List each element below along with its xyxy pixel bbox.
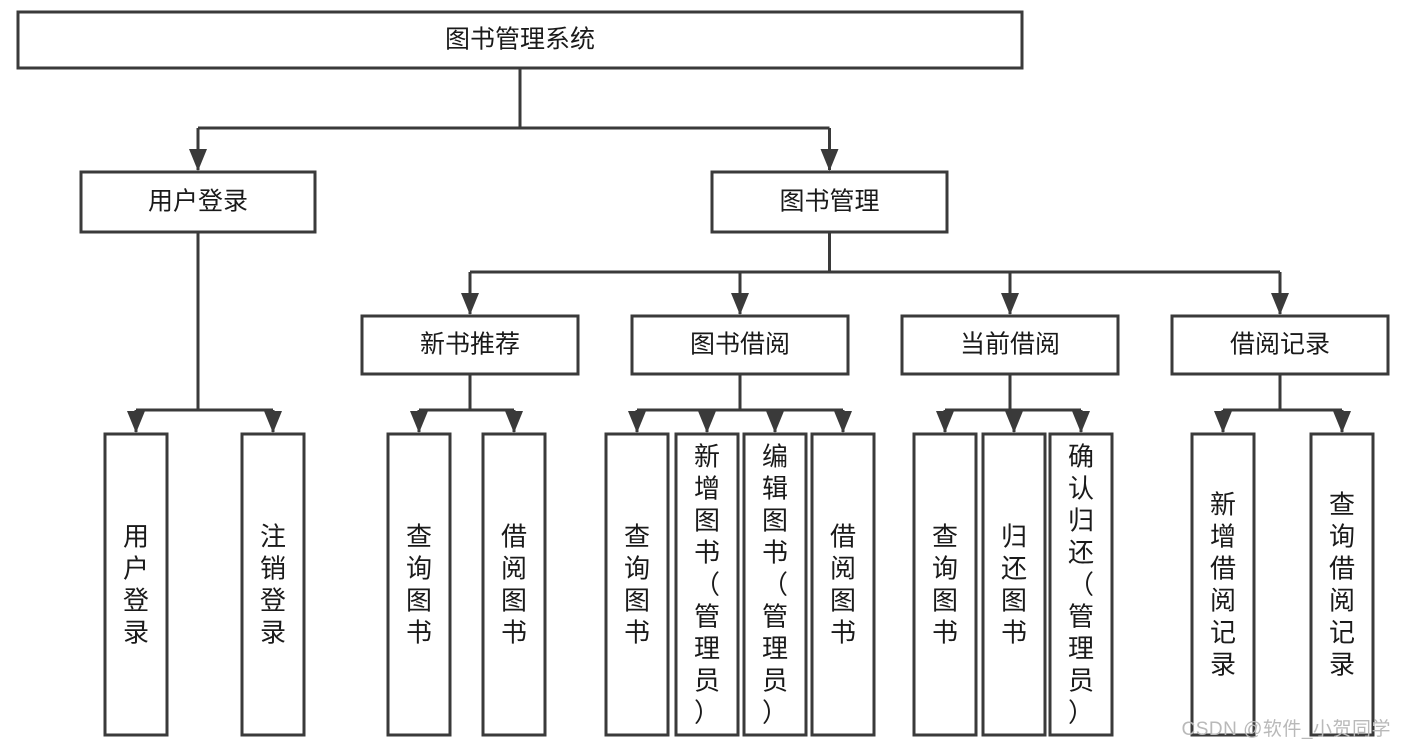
arrow-head-icon — [766, 411, 784, 433]
node-box[interactable] — [240, 432, 306, 737]
arrow-head-icon — [1001, 293, 1019, 315]
node-box[interactable] — [810, 432, 876, 737]
node-label: 用户登录 — [123, 521, 149, 647]
leaf-node-e6b3a8e99480e799bbe5bd95[interactable]: 注销登录 — [240, 432, 306, 737]
leaf-node-e69fa5e8afa2e59bbee4b9a6[interactable]: 查询图书 — [604, 432, 670, 737]
node-label: 图书借阅 — [690, 331, 790, 359]
arrow-head-icon — [410, 411, 428, 433]
node-box[interactable] — [1190, 432, 1256, 737]
node-label: 用户登录 — [148, 188, 248, 216]
leaf-node-e69fa5e8afa2e59bbee4b9a6[interactable]: 查询图书 — [386, 432, 452, 737]
node-box[interactable] — [481, 432, 547, 737]
level3-node-e59bbee4b9a6e5809fe99885[interactable]: 图书借阅 — [630, 314, 850, 376]
node-box[interactable] — [912, 432, 978, 737]
arrow-head-icon — [834, 411, 852, 433]
node-label: 查询图书 — [624, 521, 650, 647]
arrow-head-icon — [1214, 411, 1232, 433]
arrow-head-icon — [628, 411, 646, 433]
level2-node-e59bbee4b9a6e7aea1e79086[interactable]: 图书管理 — [710, 170, 949, 234]
arrow-head-icon — [1333, 411, 1351, 433]
node-label: 查询图书 — [406, 521, 432, 647]
node-box[interactable] — [360, 314, 580, 376]
connector-lines — [127, 68, 1351, 433]
leaf-node-e5809fe99885e59bbee4b9a6[interactable]: 借阅图书 — [481, 432, 547, 737]
arrow-head-icon — [264, 411, 282, 433]
leaf-node-e69fa5e8afa2e5809fe99885e8aeb0e5bd95[interactable]: 查询借阅记录 — [1309, 432, 1375, 737]
arrow-head-icon — [505, 411, 523, 433]
node-box[interactable] — [981, 432, 1047, 737]
node-label: 新增图书（管理员） — [694, 441, 720, 727]
node-box[interactable] — [1170, 314, 1390, 376]
node-box[interactable] — [742, 432, 808, 737]
leaf-node-e7bc96e8be91e59bbee4b9a6efbc88e7aea1e79086e59198efbc89[interactable]: 编辑图书（管理员） — [742, 432, 808, 737]
node-label: 编辑图书（管理员） — [762, 441, 788, 727]
node-label: 当前借阅 — [960, 331, 1060, 359]
node-box[interactable] — [1048, 432, 1114, 737]
arrow-head-icon — [731, 293, 749, 315]
node-box[interactable] — [674, 432, 740, 737]
level3-node-e5809fe99885e8aeb0e5bd95[interactable]: 借阅记录 — [1170, 314, 1390, 376]
node-label: 图书管理系统 — [445, 26, 595, 54]
node-box[interactable] — [103, 432, 169, 737]
node-box[interactable] — [900, 314, 1120, 376]
level3-node-e696b0e4b9a6e68ea8e88d90[interactable]: 新书推荐 — [360, 314, 580, 376]
node-label: 图书管理 — [779, 188, 879, 216]
node-box[interactable] — [1309, 432, 1375, 737]
node-box[interactable] — [79, 170, 317, 234]
node-box[interactable] — [16, 10, 1024, 70]
arrow-head-icon — [1072, 411, 1090, 433]
node-label: 借阅图书 — [830, 521, 856, 647]
arrow-head-icon — [461, 293, 479, 315]
leaf-node-e7a1aee8aea4e5bd92e8bf98efbc88e7aea1e79086e59198efbc89[interactable]: 确认归还（管理员） — [1048, 432, 1114, 737]
node-label: 新增借阅记录 — [1210, 489, 1236, 679]
node-label: 查询借阅记录 — [1329, 489, 1355, 679]
leaf-node-e696b0e5a29ee59bbee4b9a6efbc88e7aea1e79086e59198efbc89[interactable]: 新增图书（管理员） — [674, 432, 740, 737]
level2-node-e794a8e688b7e799bbe5bd95[interactable]: 用户登录 — [79, 170, 317, 234]
arrow-head-icon — [1271, 293, 1289, 315]
node-box[interactable] — [386, 432, 452, 737]
node-label: 归还图书 — [1001, 521, 1027, 647]
node-box[interactable] — [604, 432, 670, 737]
leaf-node-e5809fe99885e59bbee4b9a6[interactable]: 借阅图书 — [810, 432, 876, 737]
node-box[interactable] — [710, 170, 949, 234]
arrow-head-icon — [127, 411, 145, 433]
node-box[interactable] — [630, 314, 850, 376]
root-node-e59bbee4b9a6e7aea1e79086e7b3bbe7bb9f[interactable]: 图书管理系统 — [16, 10, 1024, 70]
node-label: 借阅图书 — [501, 521, 527, 647]
leaf-node-e794a8e688b7e799bbe5bd95[interactable]: 用户登录 — [103, 432, 169, 737]
node-label: 借阅记录 — [1230, 331, 1330, 359]
leaf-node-e5bd92e8bf98e59bbee4b9a6[interactable]: 归还图书 — [981, 432, 1047, 737]
arrow-head-icon — [936, 411, 954, 433]
node-label: 新书推荐 — [420, 331, 520, 359]
arrow-head-icon — [820, 149, 839, 171]
leaf-node-e696b0e5a29ee5809fe99885e8aeb0e5bd95[interactable]: 新增借阅记录 — [1190, 432, 1256, 737]
leaf-node-e69fa5e8afa2e59bbee4b9a6[interactable]: 查询图书 — [912, 432, 978, 737]
node-label: 注销登录 — [260, 521, 286, 647]
node-label: 确认归还（管理员） — [1068, 441, 1094, 727]
arrow-head-icon — [698, 411, 716, 433]
arrow-head-icon — [1005, 411, 1023, 433]
arrow-head-icon — [189, 149, 207, 171]
node-label: 查询图书 — [932, 521, 958, 647]
level3-node-e5bd93e5898de5809fe99885[interactable]: 当前借阅 — [900, 314, 1120, 376]
